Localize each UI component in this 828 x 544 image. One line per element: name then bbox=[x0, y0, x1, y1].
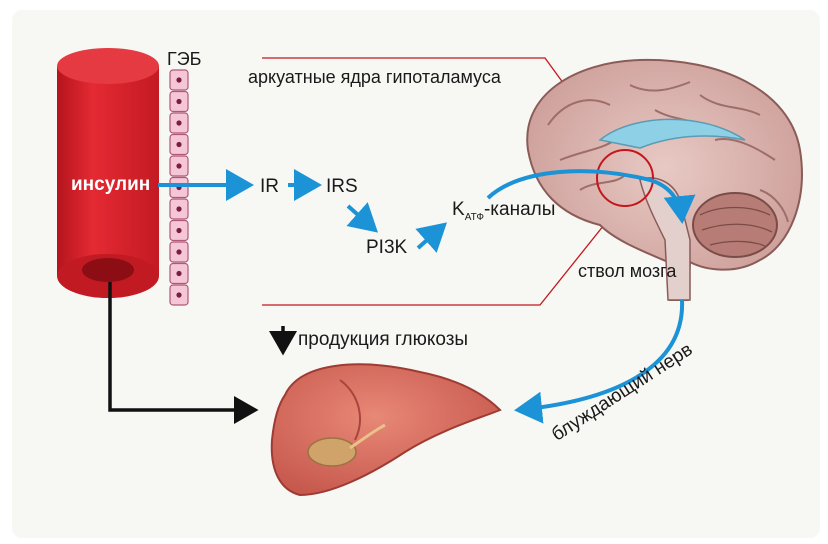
katp-rest: -каналы bbox=[484, 199, 555, 220]
katp-k: K bbox=[452, 199, 465, 220]
bbb-cell-nucleus bbox=[176, 249, 181, 254]
bbb-cell-nucleus bbox=[176, 120, 181, 125]
glucose-arrows bbox=[110, 282, 283, 410]
irs-label: IRS bbox=[326, 177, 358, 196]
glucose-production-label: продукция глюкозы bbox=[298, 330, 468, 349]
insulin-label: инсулин bbox=[71, 175, 150, 194]
pi3k-label: PI3K bbox=[366, 238, 407, 257]
ir-label: IR bbox=[260, 177, 279, 196]
bbb-label: ГЭБ bbox=[167, 50, 202, 68]
bbb-cell-nucleus bbox=[176, 292, 181, 297]
bbb-cell-nucleus bbox=[176, 99, 181, 104]
bbb-cell-nucleus bbox=[176, 271, 181, 276]
liver-illustration bbox=[272, 364, 500, 495]
brainstem-label: ствол мозга bbox=[578, 262, 676, 280]
bbb-cell-nucleus bbox=[176, 77, 181, 82]
bbb-cell-column bbox=[170, 70, 188, 305]
katp-subscript: АТФ bbox=[465, 212, 484, 223]
bbb-cell-nucleus bbox=[176, 228, 181, 233]
katp-channels-label: KАТФ-каналы bbox=[452, 200, 555, 219]
bbb-cell-nucleus bbox=[176, 142, 181, 147]
bbb-cell-nucleus bbox=[176, 163, 181, 168]
arcuate-nuclei-label: аркуатные ядра гипоталамуса bbox=[248, 68, 501, 86]
bbb-cell-nucleus bbox=[176, 206, 181, 211]
blood-vessel bbox=[57, 48, 159, 298]
